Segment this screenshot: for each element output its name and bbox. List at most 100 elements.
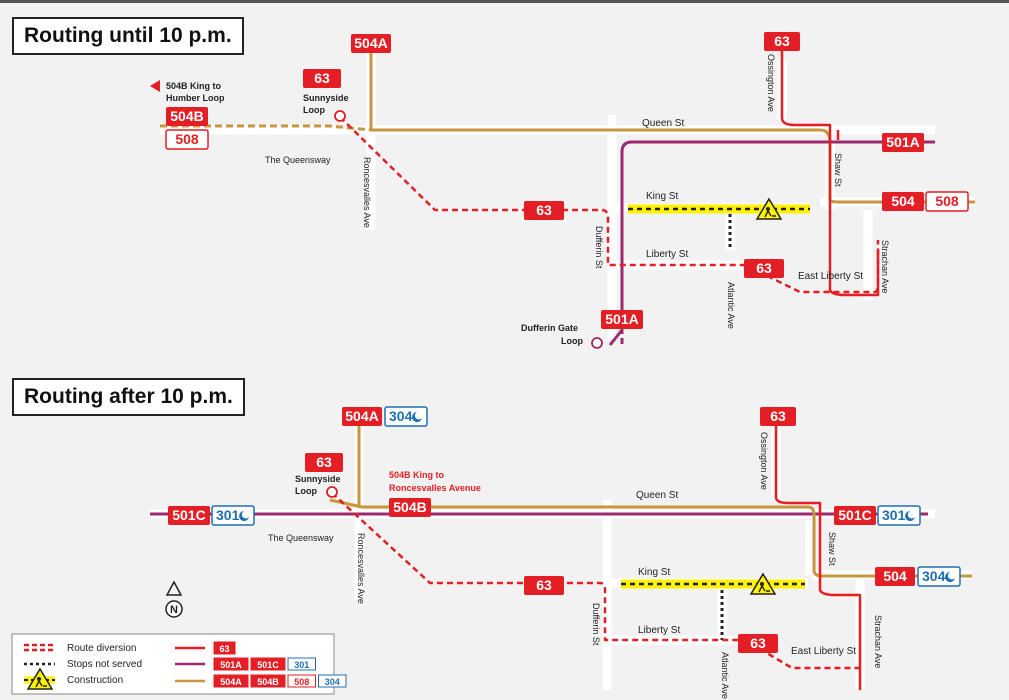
legend-stops-label: Stops not served bbox=[67, 659, 142, 670]
panel-title-before: Routing until 10 p.m. bbox=[12, 17, 244, 55]
badge-504A-2-label: 504A bbox=[345, 408, 378, 424]
badge-508-east-1-label: 508 bbox=[935, 193, 959, 209]
badge-63-ossington-1-bg bbox=[764, 32, 800, 51]
label-queen-2: Queen St bbox=[636, 490, 678, 501]
badge-63-sunnyside-1: 63 bbox=[303, 69, 341, 88]
legend-badge-1-2-label: 301 bbox=[294, 660, 309, 670]
route-504-2 bbox=[329, 498, 972, 578]
label-atlantic-1: Atlantic Ave bbox=[726, 282, 736, 329]
badge-504A-1-bg bbox=[351, 34, 391, 53]
north-circle-icon bbox=[165, 600, 183, 618]
badge-63-ossington-2-label: 63 bbox=[770, 408, 786, 424]
label-king-2: King St bbox=[638, 567, 670, 578]
label-shaw-2: Shaw St bbox=[827, 532, 837, 566]
legend-construction-icon-head bbox=[37, 677, 41, 681]
badge-301-east-2-label: 301 bbox=[882, 507, 906, 523]
legend-badge-2-2-bg bbox=[287, 674, 316, 688]
label-strachan-2: Strachan Ave bbox=[873, 615, 883, 668]
badge-504-east-1-bg bbox=[882, 192, 924, 211]
label-sunnyside-loop-2: Loop bbox=[295, 486, 317, 496]
badge-508-east-1-bg bbox=[925, 191, 969, 212]
route-63-east-2 bbox=[774, 426, 862, 690]
legend-badge-2-1-label: 504B bbox=[257, 677, 279, 687]
label-queen-1: Queen St bbox=[642, 118, 684, 129]
note-504B-1a: 504B King to bbox=[166, 81, 222, 91]
label-ossington-2: Ossington Ave bbox=[759, 432, 769, 490]
legend-badge-1-0: 501A bbox=[213, 657, 249, 671]
badge-504-east-2-label: 504 bbox=[883, 568, 907, 584]
legend-badge-2-2: 508 bbox=[287, 674, 316, 688]
note-504B-2a: 504B King to bbox=[389, 470, 445, 480]
panel-title-after: Routing after 10 p.m. bbox=[12, 378, 245, 416]
dufferin-gate-loop-1-icon bbox=[591, 337, 603, 349]
construction-icon-1 bbox=[755, 197, 783, 220]
label-roncesvalles-1: Roncesvalles Ave bbox=[362, 157, 372, 228]
legend-badge-1-2: 301 bbox=[287, 657, 316, 671]
badge-63-king-1: 63 bbox=[524, 201, 564, 220]
badge-301-west-2: 301 bbox=[211, 505, 255, 526]
badge-504-east-2-bg bbox=[875, 567, 915, 586]
badge-504A-2: 504A bbox=[342, 407, 382, 426]
construction-icon-2-head bbox=[760, 582, 764, 586]
legend-badge-1-0-label: 501A bbox=[220, 660, 242, 670]
badge-501C-west-2-label: 501C bbox=[172, 507, 205, 523]
badge-304-east-2: 304 bbox=[917, 566, 961, 587]
legend-badge-2-1-bg bbox=[250, 674, 286, 688]
label-king-1: King St bbox=[646, 191, 678, 202]
legend-diversion-label: Route diversion bbox=[67, 643, 136, 654]
badge-501C-east-2: 501C bbox=[834, 506, 876, 525]
badge-504B-2-bg bbox=[389, 498, 431, 517]
construction-icon-2 bbox=[749, 572, 777, 595]
badge-504A-1: 504A bbox=[351, 34, 391, 53]
badge-508-1-bg bbox=[165, 129, 209, 150]
legend-badge-0-0-label: 63 bbox=[219, 644, 229, 654]
badge-504A-1-label: 504A bbox=[354, 35, 387, 51]
badge-301-west-2-moon-icon bbox=[239, 511, 249, 521]
badge-63-king-2-label: 63 bbox=[536, 577, 552, 593]
route-63-diversion-2 bbox=[331, 492, 860, 670]
badge-501A-east-1-label: 501A bbox=[886, 134, 919, 150]
legend-badge-1-1-bg bbox=[250, 657, 286, 671]
badge-504-east-2: 504 bbox=[875, 567, 915, 586]
badge-501C-east-2-label: 501C bbox=[838, 507, 871, 523]
badge-63-ossington-1-label: 63 bbox=[774, 33, 790, 49]
badge-304-north-2-moon-icon bbox=[412, 412, 422, 422]
legend-construction-label: Construction bbox=[67, 675, 123, 686]
badge-508-1-label: 508 bbox=[175, 131, 199, 147]
badge-504B-2-label: 504B bbox=[393, 499, 426, 515]
top-border bbox=[0, 0, 1009, 3]
badge-504-east-1: 504 bbox=[882, 192, 924, 211]
badge-301-east-2-moon-icon bbox=[905, 511, 915, 521]
legend-badge-1-0-bg bbox=[213, 657, 249, 671]
badge-501A-dufferin-1-label: 501A bbox=[605, 311, 638, 327]
sunnyside-loop-2-icon bbox=[326, 486, 338, 498]
badge-63-liberty-2-label: 63 bbox=[750, 635, 766, 651]
legend-badge-1-1: 501C bbox=[250, 657, 286, 671]
label-east-liberty-1: East Liberty St bbox=[798, 271, 863, 282]
label-dufferin-gate-1: Dufferin Gate bbox=[521, 323, 578, 333]
badge-504B-1-bg bbox=[166, 107, 208, 126]
legend-badge-2-3: 304 bbox=[318, 674, 347, 688]
badge-63-liberty-2: 63 bbox=[738, 634, 778, 653]
legend-badge-2-3-bg bbox=[318, 674, 347, 688]
badge-501C-west-2: 501C bbox=[168, 506, 210, 525]
label-sunnyside-loop-1: Loop bbox=[303, 105, 325, 115]
sunnyside-loop-1-icon bbox=[334, 110, 346, 122]
badge-504B-1: 504B bbox=[166, 107, 208, 126]
badge-304-north-2-label: 304 bbox=[389, 408, 413, 424]
badge-501C-east-2-bg bbox=[834, 506, 876, 525]
north-label: N bbox=[170, 604, 178, 616]
badge-63-ossington-2: 63 bbox=[760, 407, 796, 426]
legend-badge-2-0-bg bbox=[213, 674, 249, 688]
badge-301-west-2-label: 301 bbox=[216, 507, 240, 523]
badge-504B-1-label: 504B bbox=[170, 108, 203, 124]
label-strachan-1: Strachan Ave bbox=[880, 240, 890, 293]
label-roncesvalles-2: Roncesvalles Ave bbox=[356, 533, 366, 604]
legend-badge-2-3-label: 304 bbox=[325, 677, 340, 687]
route-63-diversion-1 bbox=[339, 116, 880, 294]
construction-icon-1-worker bbox=[764, 210, 776, 218]
badge-63-king-2: 63 bbox=[524, 576, 564, 595]
label-atlantic-2: Atlantic Ave bbox=[720, 652, 730, 699]
label-liberty-2: Liberty St bbox=[638, 625, 680, 636]
